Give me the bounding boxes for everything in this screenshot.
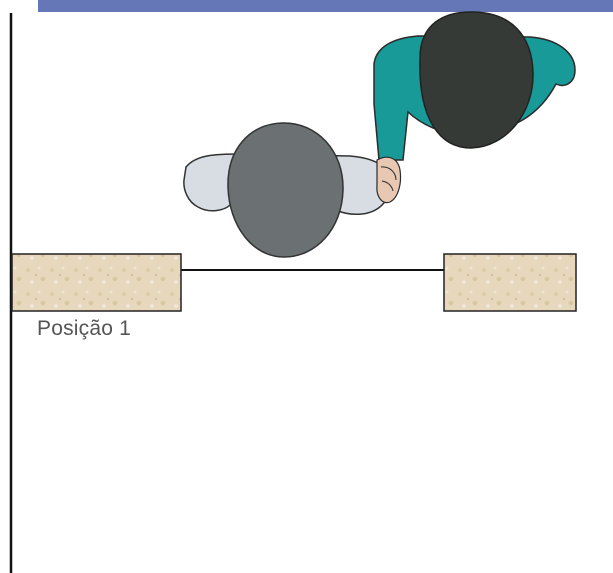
handshake-icon <box>376 156 402 204</box>
left-block <box>11 253 182 312</box>
person-left-icon <box>183 122 392 258</box>
header-band <box>38 0 613 12</box>
right-block <box>443 253 577 312</box>
person-right-icon <box>373 11 576 161</box>
position-label: Posição 1 <box>37 317 132 340</box>
